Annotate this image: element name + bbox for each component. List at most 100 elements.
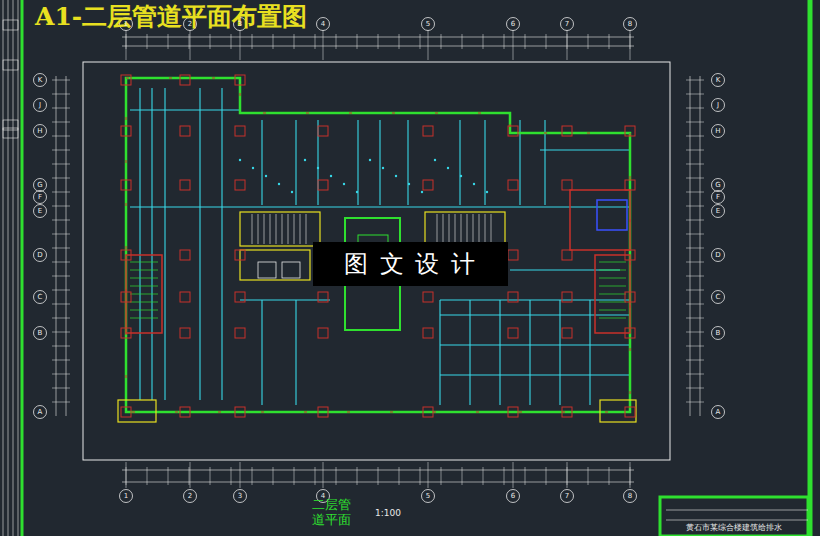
column bbox=[318, 407, 328, 417]
dimension-tick bbox=[378, 467, 379, 485]
dimension-tick bbox=[52, 346, 70, 347]
dimension-tick bbox=[336, 34, 337, 49]
pipe-line bbox=[379, 120, 380, 205]
pump bbox=[258, 262, 276, 278]
axis-label: K bbox=[38, 77, 43, 84]
column bbox=[508, 180, 518, 190]
equipment-room bbox=[240, 250, 310, 280]
axis-label: 1 bbox=[124, 21, 128, 28]
axis-label: H bbox=[715, 128, 720, 135]
axis-bubble bbox=[422, 490, 435, 503]
binding-box bbox=[3, 128, 18, 138]
axis-bubble bbox=[34, 191, 47, 204]
pipe-line bbox=[440, 299, 630, 300]
sprinkler-dot bbox=[304, 159, 306, 161]
dimension-tick bbox=[525, 34, 526, 49]
column bbox=[508, 328, 518, 338]
pipe-line bbox=[221, 88, 222, 400]
stair-tread bbox=[599, 278, 626, 279]
column bbox=[121, 328, 131, 338]
dimension-line bbox=[700, 76, 701, 416]
frame-line bbox=[808, 0, 813, 536]
column bbox=[508, 292, 518, 302]
axis-label: 5 bbox=[426, 21, 430, 28]
dimension-tick bbox=[588, 467, 589, 485]
dimension-tick bbox=[52, 94, 70, 95]
dimension-tick bbox=[504, 467, 505, 485]
dimension-tick bbox=[252, 467, 253, 485]
pipe-line bbox=[589, 300, 590, 405]
column bbox=[625, 328, 635, 338]
dimension-tick bbox=[686, 164, 704, 165]
axis-bubble bbox=[712, 205, 725, 218]
axis-bubble bbox=[34, 179, 47, 192]
dimension-tick bbox=[399, 467, 400, 485]
dimension-tick bbox=[686, 220, 704, 221]
dimension-tick bbox=[686, 276, 704, 277]
pipe-line bbox=[440, 344, 630, 345]
axis-label: G bbox=[715, 182, 720, 189]
dimension-line bbox=[66, 76, 67, 416]
dimension-tick bbox=[294, 34, 295, 49]
axis-label: 4 bbox=[321, 21, 325, 28]
stair-tread bbox=[282, 214, 283, 244]
column bbox=[180, 126, 190, 136]
sprinkler-dot bbox=[408, 183, 410, 185]
toilet bbox=[570, 190, 630, 250]
pipe-line bbox=[261, 120, 262, 205]
dimension-tick bbox=[52, 108, 70, 109]
dimension-tick bbox=[504, 34, 505, 49]
dimension-tick bbox=[52, 402, 70, 403]
axis-bubble bbox=[422, 18, 435, 31]
dimension-tick bbox=[52, 234, 70, 235]
dimension-tick bbox=[686, 374, 704, 375]
column bbox=[235, 126, 245, 136]
axis-label: G bbox=[37, 182, 42, 189]
dimension-tick bbox=[52, 150, 70, 151]
axis-bubble bbox=[712, 179, 725, 192]
binding-box bbox=[3, 120, 18, 130]
axis-bubble bbox=[34, 249, 47, 262]
dimension-tick bbox=[52, 80, 70, 81]
stair-tread bbox=[294, 214, 295, 244]
column bbox=[625, 180, 635, 190]
dimension-tick bbox=[357, 34, 358, 49]
sprinkler-dot bbox=[369, 159, 371, 161]
stair-tread bbox=[485, 214, 486, 244]
stair bbox=[425, 212, 505, 246]
sprinkler-dot bbox=[356, 191, 358, 193]
column bbox=[180, 75, 190, 85]
axis-label: E bbox=[38, 208, 42, 215]
stair-tread bbox=[306, 214, 307, 244]
dimension-tick bbox=[52, 192, 70, 193]
axis-line bbox=[630, 30, 631, 60]
stair-tread bbox=[461, 214, 462, 244]
column bbox=[318, 292, 328, 302]
dimension-tick bbox=[686, 192, 704, 193]
dimension-tick bbox=[686, 304, 704, 305]
dimension-tick bbox=[52, 136, 70, 137]
dimension-tick bbox=[686, 94, 704, 95]
dimension-tick bbox=[189, 34, 190, 49]
axis-bubble bbox=[34, 291, 47, 304]
axis-label: 2 bbox=[188, 21, 192, 28]
dimension-tick bbox=[546, 467, 547, 485]
dimension-tick bbox=[315, 34, 316, 49]
dimension-tick bbox=[483, 34, 484, 49]
axis-bubble bbox=[712, 291, 725, 304]
axis-line bbox=[240, 462, 241, 488]
axis-bubble bbox=[34, 406, 47, 419]
sprinkler-dot bbox=[278, 183, 280, 185]
watermark-box: 图 文 设 计 bbox=[313, 242, 508, 286]
column bbox=[235, 328, 245, 338]
axis-label: K bbox=[716, 77, 721, 84]
axis-label: D bbox=[37, 252, 42, 259]
dimension-tick bbox=[609, 34, 610, 49]
axis-bubble bbox=[624, 490, 637, 503]
dimension-tick bbox=[441, 34, 442, 49]
column bbox=[423, 180, 433, 190]
dimension-tick bbox=[483, 467, 484, 485]
axis-line bbox=[428, 462, 429, 488]
stair-tread bbox=[599, 302, 626, 303]
stair-tread bbox=[130, 310, 158, 311]
